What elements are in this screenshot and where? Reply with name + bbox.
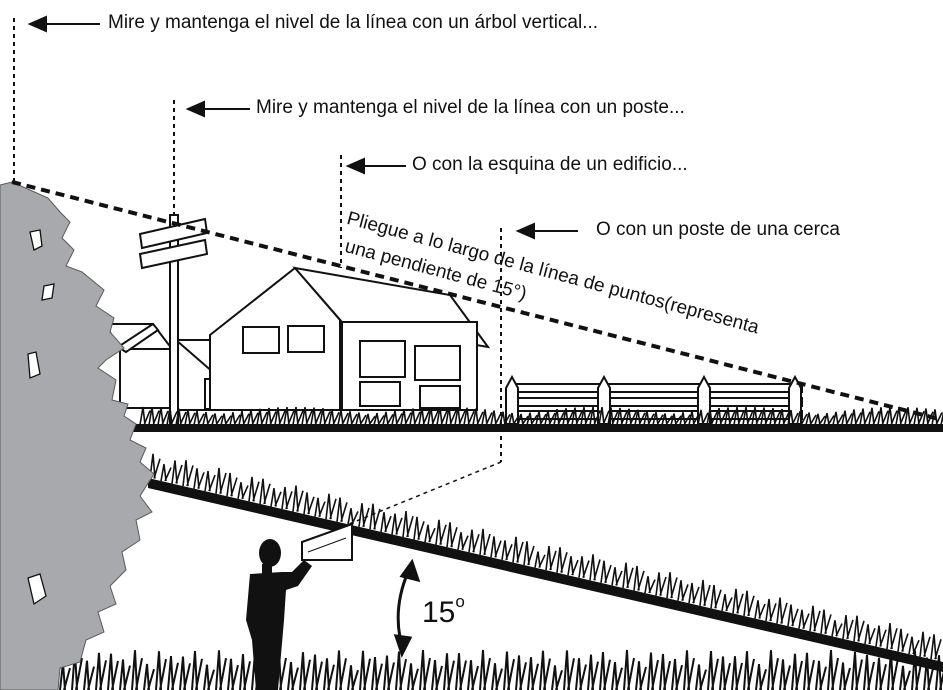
slope-grass [149,453,942,660]
tree-highlights [27,229,55,606]
horizon-grass [139,406,943,426]
fold-sight-line [11,180,943,422]
angle-arrow [393,558,421,658]
callout-building: O con la esquina de un edificio... [412,154,688,175]
foreground-grass [0,649,943,690]
callout-tree: Mire y mantenga el nivel de la línea con… [108,12,599,33]
tree [0,181,155,690]
callout-fence: O con un poste de una cerca [596,219,840,240]
angle-label: 15o [422,592,465,630]
main-house [209,266,491,411]
fence [505,374,803,425]
angle-value: 15 [422,596,456,629]
horizon-ground-line [0,424,943,432]
person-silhouette [246,539,312,690]
callout-pole: Mire y mantenga el nivel de la línea con… [256,97,685,118]
clinometer-device [301,522,353,561]
callout-arrows [27,15,578,240]
angle-unit: o [455,592,465,611]
